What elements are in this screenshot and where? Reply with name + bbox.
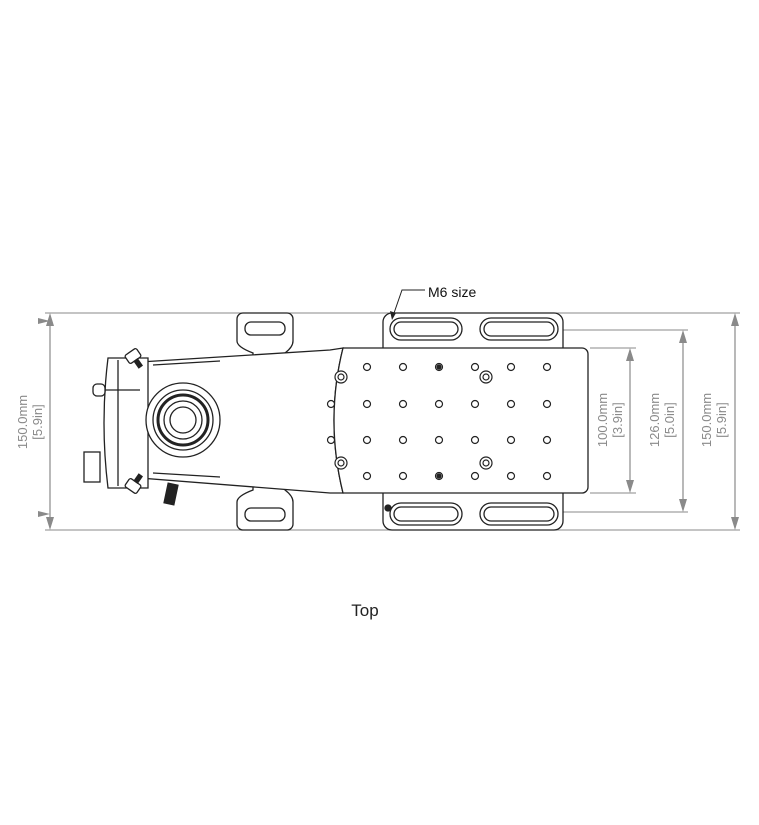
dimension-arrows (46, 313, 739, 530)
dimension-overall-right: 150.0mm [5.9in] (699, 393, 729, 447)
mounting-hole (506, 435, 516, 445)
dimension-mm: 150.0mm (15, 395, 30, 449)
dimension-in: [5.9in] (714, 402, 729, 437)
mounting-hole (542, 362, 552, 372)
dimension-slot-span: 126.0mm [5.0in] (647, 393, 677, 447)
counterbore-hole-inner (482, 459, 490, 467)
mounting-hole (542, 399, 552, 409)
mounting-hole (542, 471, 552, 481)
mounting-hole (434, 399, 444, 409)
mounting-hole (542, 435, 552, 445)
mounting-hole (362, 471, 372, 481)
filled-hole (436, 473, 442, 479)
dimension-mm: 100.0mm (595, 393, 610, 447)
thumb-screw-top (124, 348, 144, 369)
mounting-hole (326, 435, 336, 445)
mounting-hole (398, 399, 408, 409)
counterbore-hole-inner (482, 373, 490, 381)
mounting-hole (506, 399, 516, 409)
top-plate (333, 347, 589, 494)
dimension-in: [3.9in] (610, 402, 625, 437)
mounting-hole (470, 399, 480, 409)
mounting-hole (506, 362, 516, 372)
dimension-in: [5.9in] (30, 404, 45, 439)
dimension-mm: 150.0mm (699, 393, 714, 447)
mounting-hole (326, 399, 336, 409)
thumb-screw-bottom (124, 473, 144, 494)
dimension-lines (38, 318, 736, 518)
m6-size-label: M6 size (428, 284, 476, 300)
mounting-hole (434, 435, 444, 445)
mounting-hole (362, 435, 372, 445)
slider-body (83, 347, 344, 506)
dimension-mm: 126.0mm (647, 393, 662, 447)
mounting-hole (470, 471, 480, 481)
view-label: Top (351, 601, 378, 620)
counterbore-hole-inner (337, 459, 345, 467)
hole-grid (326, 362, 552, 481)
filled-hole (436, 364, 442, 370)
mounting-hole (506, 471, 516, 481)
mounting-tabs (236, 312, 294, 531)
dimension-top-plate: 100.0mm [3.9in] (595, 393, 625, 447)
mounting-hole (470, 435, 480, 445)
mounting-hole (362, 399, 372, 409)
mounting-hole (398, 362, 408, 372)
m6-callout: M6 size (390, 284, 476, 320)
mounting-hole (398, 435, 408, 445)
dimension-overall-left: 150.0mm [5.9in] (15, 395, 45, 449)
counterbore-hole-inner (337, 373, 345, 381)
mounting-hole (362, 362, 372, 372)
mounting-hole (398, 471, 408, 481)
mounting-hole (470, 362, 480, 372)
dimension-in: [5.0in] (662, 402, 677, 437)
